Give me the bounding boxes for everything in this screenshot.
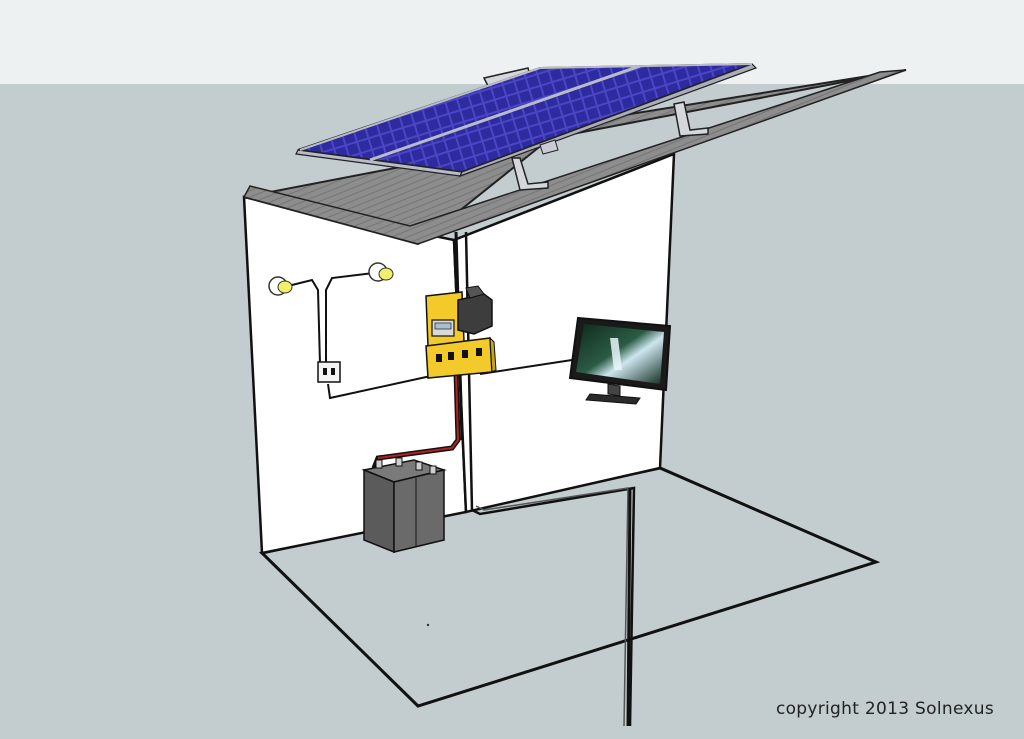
lighting-circuit <box>287 271 441 400</box>
panel-frame-right <box>458 63 758 178</box>
inverter <box>457 285 493 335</box>
wall-outlet <box>317 361 341 383</box>
light-bulb-left <box>268 276 293 296</box>
copyright-text: copyright 2013 Solnexus <box>775 699 994 719</box>
battery-bank <box>361 457 447 554</box>
sky <box>0 0 1024 84</box>
flat-screen-tv <box>568 316 672 405</box>
panel-mounts <box>482 67 709 191</box>
charge-controller <box>425 291 497 379</box>
tv-cable <box>479 359 573 375</box>
light-bulb-right <box>368 262 394 282</box>
ground-rod <box>626 487 632 727</box>
solar-panel-array <box>295 63 758 178</box>
